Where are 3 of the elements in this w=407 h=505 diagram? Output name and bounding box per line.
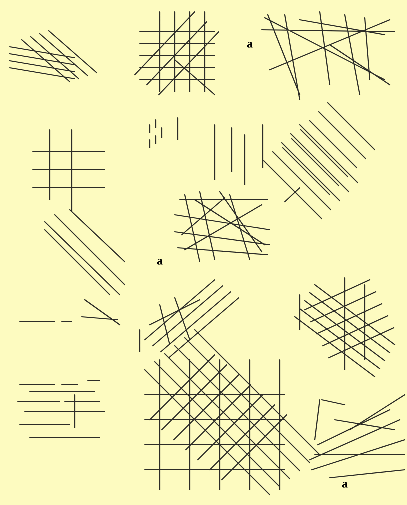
letter-label: a xyxy=(342,482,348,488)
letter-label: a xyxy=(247,42,253,48)
letter-label: a xyxy=(157,259,163,265)
